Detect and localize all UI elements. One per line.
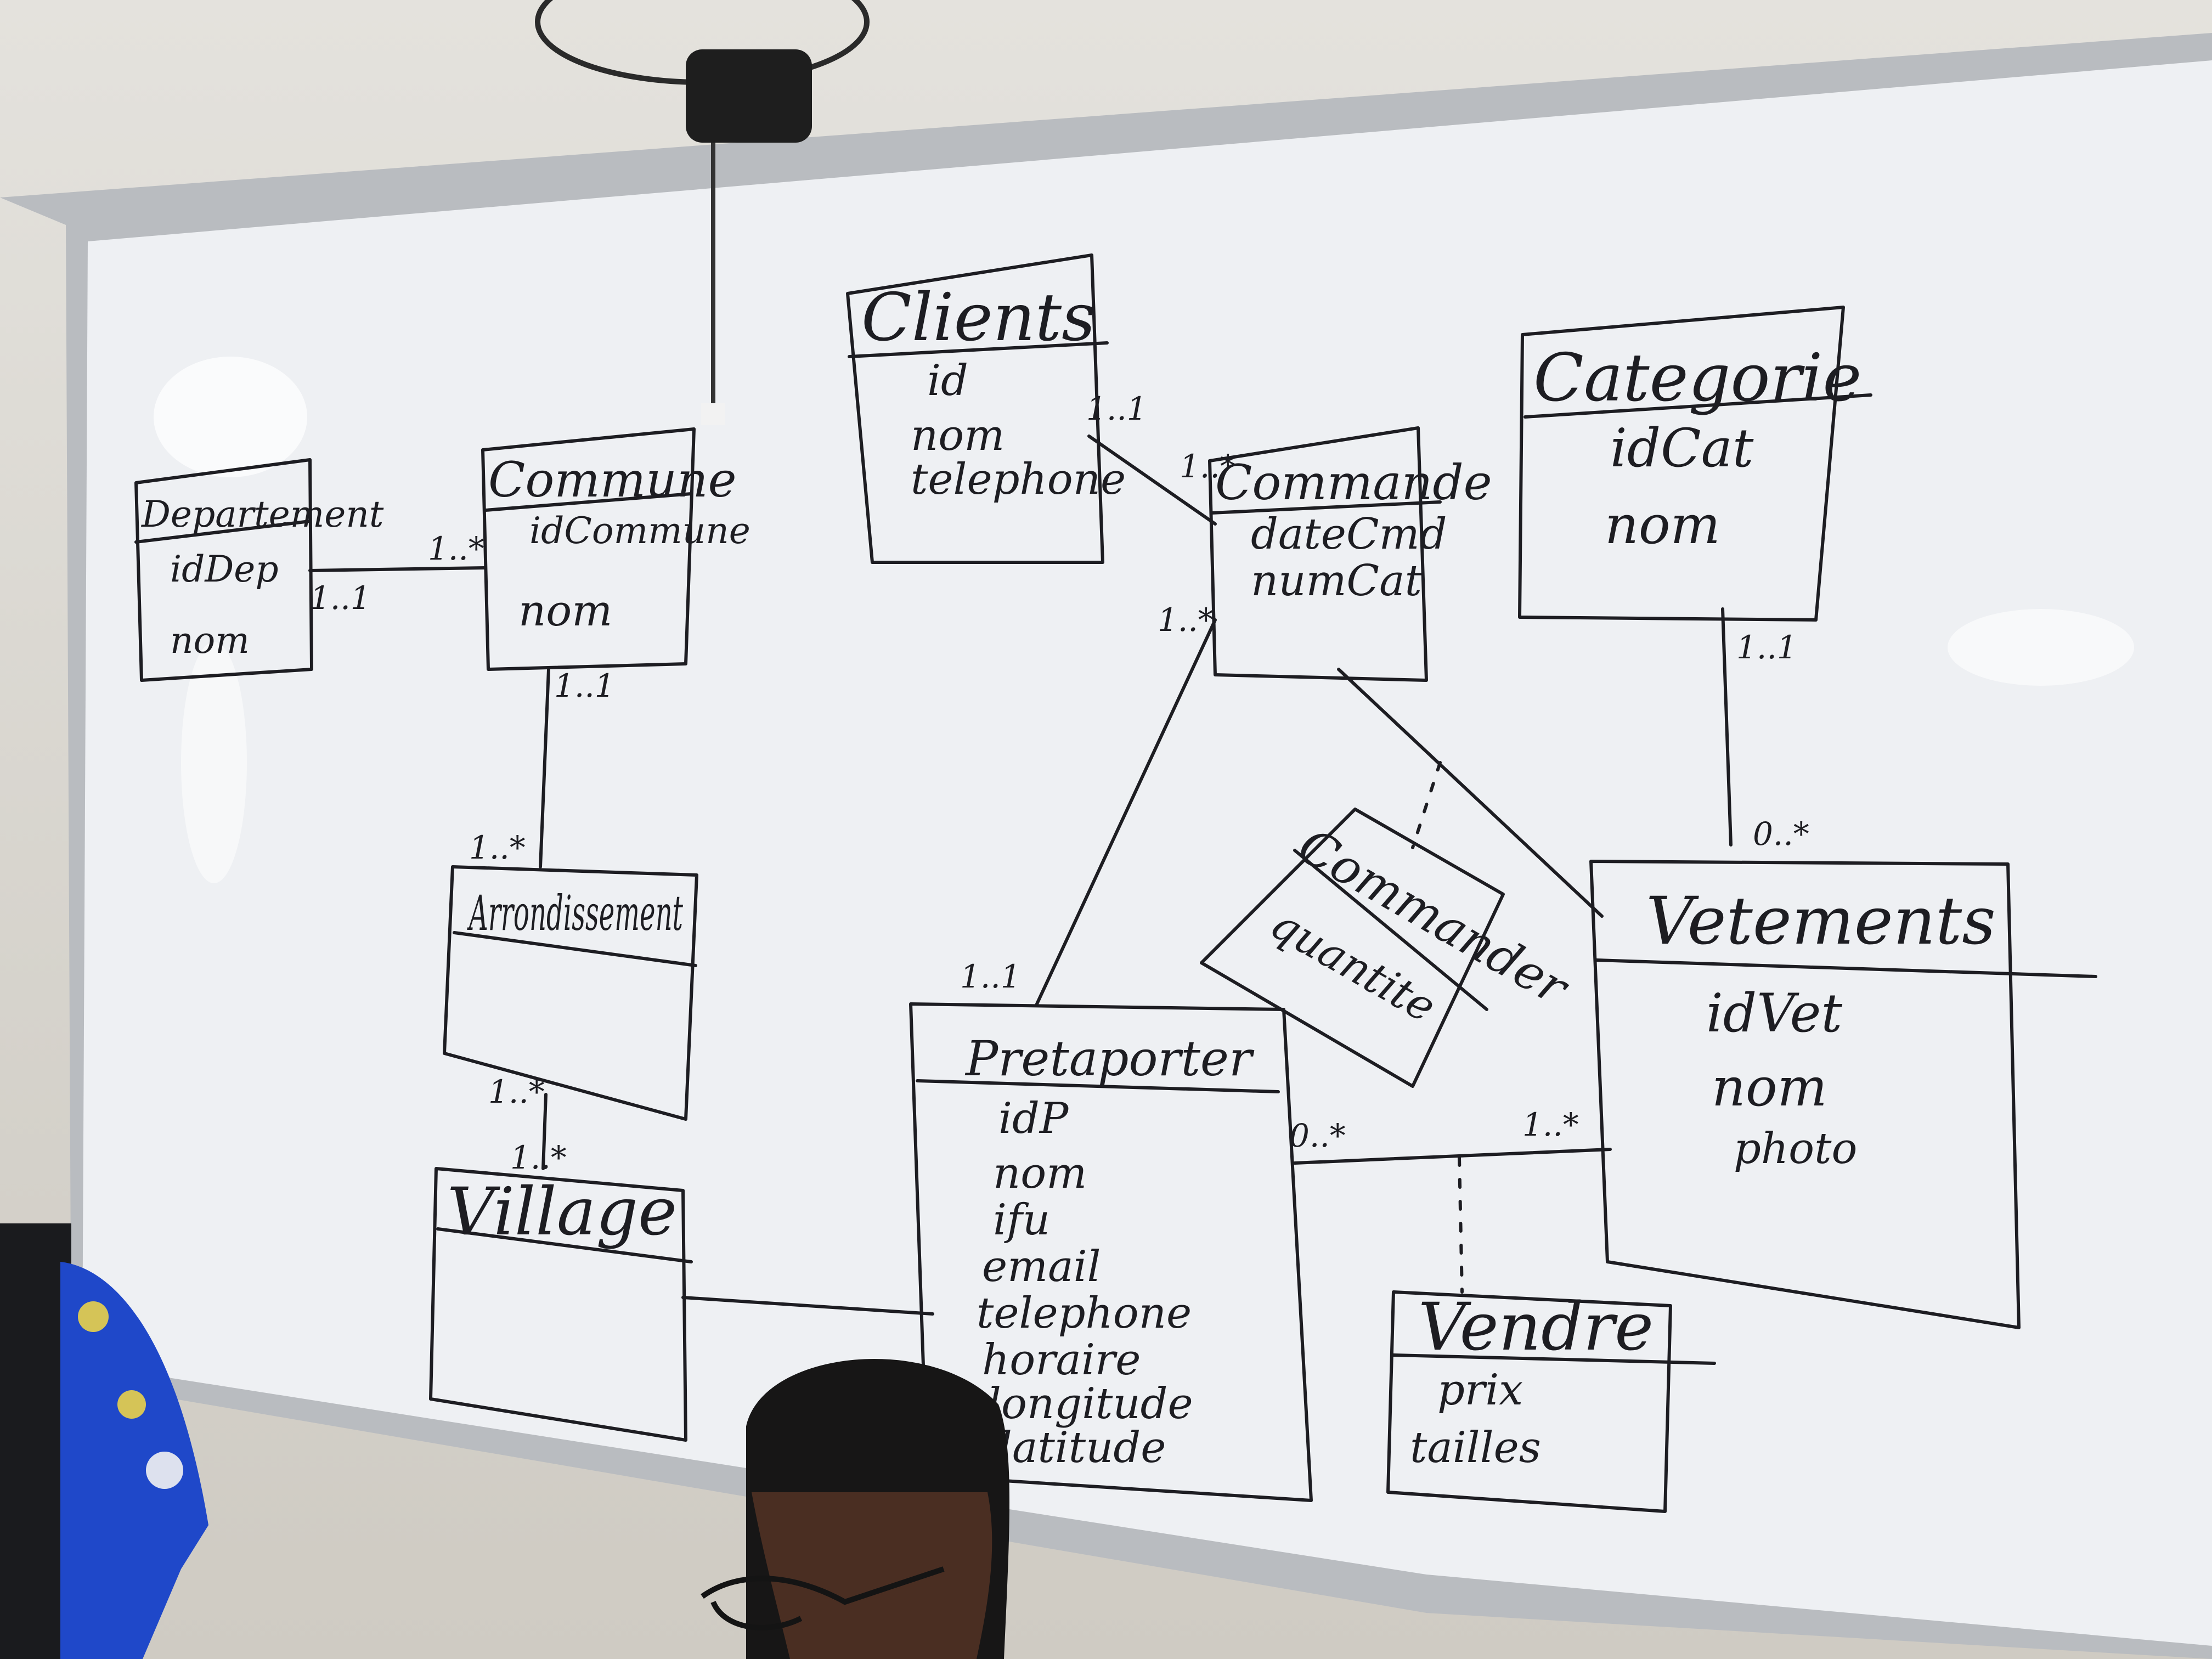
entity-categorie [1518, 306, 1872, 622]
entity-vetements [1589, 860, 2097, 1329]
glare [181, 642, 247, 883]
title-arrondissement: Arrondissement [467, 885, 683, 941]
attr-pretaporter-5: horaire [982, 1335, 1141, 1385]
monitor [0, 1223, 71, 1659]
link-departement-commune [308, 566, 487, 572]
link-commander-dotted [1411, 761, 1442, 849]
title-commune: Commune [488, 452, 737, 508]
attr-pretaporter-0: idP [998, 1094, 1069, 1143]
mult-clients-commande-cli: 1..1 [1086, 390, 1147, 427]
mult-dep-commune-com: 1..* [428, 530, 484, 567]
attr-categorie-0: idCat [1610, 417, 1754, 479]
link-commande-pretaporter [1035, 618, 1217, 1006]
attr-clients-0: id [927, 356, 968, 405]
entity-vendre [1386, 1290, 1716, 1513]
attr-pretaporter-7: latitude [998, 1423, 1166, 1472]
person-face [752, 1492, 992, 1659]
mult-categorie-vet-cat: 1..1 [1736, 629, 1797, 666]
link-commune-arrondissement [539, 668, 550, 868]
mult-pret-vet-pret: 0..* [1289, 1117, 1346, 1154]
person-left-shirt [60, 1262, 208, 1659]
attr-categorie-1: nom [1605, 494, 1720, 556]
mult-arr-village-arr: 1..* [488, 1073, 545, 1110]
ceiling-fan [535, 0, 870, 425]
entity-arrondissement [443, 865, 698, 1121]
whiteboard-surface [82, 60, 2212, 1646]
title-commande: Commande [1215, 454, 1492, 511]
attr-clients-2: telephone [911, 455, 1126, 504]
title-vendre: Vendre [1418, 1289, 1654, 1365]
attr-departement-1: nom [170, 619, 250, 662]
mult-commune-arr-com: 1..1 [554, 667, 615, 704]
title-clients: Clients [861, 280, 1096, 356]
foreground-people [0, 1223, 1009, 1659]
title-village: Village [447, 1174, 677, 1250]
attr-commande-0: dateCmd [1251, 510, 1447, 559]
link-arrondissement-village [541, 1093, 548, 1170]
attr-vendre-1: tailles [1410, 1423, 1541, 1472]
title-departement: Departement [141, 493, 384, 535]
attr-clients-1: nom [911, 411, 1005, 460]
link-commande-vetements [1337, 668, 1604, 918]
attr-vetements-0: idVet [1706, 983, 1842, 1044]
glasses [701, 1566, 945, 1630]
glare [154, 357, 307, 477]
attr-pretaporter-4: telephone [977, 1289, 1192, 1338]
mult-categorie-vet-vet: 0..* [1753, 815, 1809, 853]
attr-commune-1: nom [518, 586, 612, 636]
mult-commande-pret-cmd: 1..* [1158, 601, 1214, 639]
entity-clients [846, 253, 1109, 564]
attr-vendre-0: prix [1437, 1365, 1523, 1415]
link-village-pretaporter [681, 1296, 934, 1316]
entity-commune [481, 427, 696, 671]
attr-vetements-1: nom [1712, 1057, 1827, 1118]
link-vendre-dotted [1458, 1156, 1464, 1294]
mult-arr-village-vil: 1..* [510, 1139, 567, 1176]
entity-pretaporter [909, 1002, 1313, 1502]
attr-pretaporter-6: longitude [988, 1379, 1193, 1429]
title-vetements: Vetements [1646, 883, 1996, 960]
entity-departement [134, 458, 313, 682]
entity-commande [1208, 426, 1442, 682]
link-clients-commande [1087, 435, 1217, 526]
attr-commune-0: idCommune [529, 510, 751, 552]
mult-commande-pret-pret: 1..1 [960, 958, 1021, 995]
attr-pretaporter-1: nom [993, 1149, 1087, 1198]
mult-commune-arr-arr: 1..* [469, 829, 526, 866]
title-categorie: Categorie [1533, 340, 1861, 416]
title-pretaporter: Pretaporter [964, 1030, 1255, 1087]
mult-dep-commune-dep: 1..1 [310, 579, 371, 617]
attr-commande-1: numCat [1251, 556, 1423, 606]
entity-village [429, 1167, 693, 1442]
link-pretaporter-vetements [1293, 1148, 1612, 1165]
link-categorie-vetements [1721, 607, 1733, 847]
attr-departement-0: idDep [170, 548, 279, 590]
glare [1948, 609, 2134, 686]
entity-commander [1200, 808, 1505, 1088]
attr-pretaporter-3: email [982, 1242, 1101, 1291]
mult-clients-commande-cmd: 1..* [1180, 448, 1236, 485]
attr-pretaporter-2: ifu [993, 1195, 1050, 1245]
mult-pret-vet-vet: 1..* [1522, 1106, 1579, 1143]
attr-vetements-2: photo [1734, 1124, 1857, 1173]
